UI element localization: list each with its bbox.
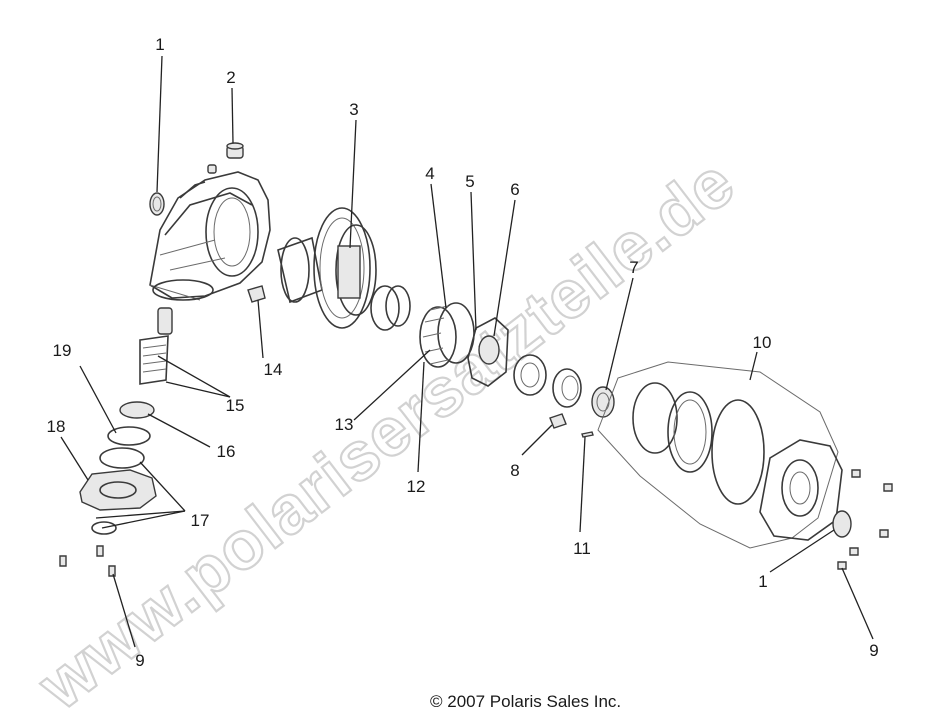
- callout-2: 2: [226, 68, 235, 87]
- callout-6: 6: [510, 180, 519, 199]
- callout-7: 7: [629, 258, 638, 277]
- fill-plug: [207, 142, 244, 174]
- callout-12: 12: [407, 477, 426, 496]
- ring-gear: [277, 207, 377, 329]
- callout-17: 17: [191, 511, 210, 530]
- seal-7: [591, 386, 615, 418]
- cover-plate: [467, 317, 509, 387]
- bearing-right: [552, 368, 582, 408]
- bearing-cup: [370, 285, 411, 331]
- callout-16: 16: [217, 442, 236, 461]
- callout-14: 14: [264, 360, 283, 379]
- callout-1-top: 1: [155, 35, 164, 54]
- seal-left: [149, 192, 165, 216]
- callout-19: 19: [53, 341, 72, 360]
- callout-labels: 1 2 3 4 5 6 7 10 19 14 15 18 16 13 12 8 …: [47, 35, 879, 670]
- callout-3: 3: [349, 100, 358, 119]
- callout-10: 10: [753, 333, 772, 352]
- side-gear: [513, 354, 547, 396]
- callout-13: 13: [335, 415, 354, 434]
- small-parts: [549, 413, 594, 438]
- pinion-shaft: [119, 307, 173, 419]
- callout-8: 8: [510, 461, 519, 480]
- leader-lines: [60, 55, 874, 648]
- copyright-notice: © 2007 Polaris Sales Inc.: [430, 692, 622, 711]
- callout-4: 4: [425, 164, 434, 183]
- bearing-cover-assembly: [79, 426, 157, 535]
- callout-5: 5: [465, 172, 474, 191]
- callout-18: 18: [47, 417, 66, 436]
- callout-9-right: 9: [869, 641, 878, 660]
- callout-11: 11: [573, 539, 591, 558]
- right-cover: [759, 439, 852, 541]
- callout-15: 15: [226, 396, 245, 415]
- screws-right: [837, 469, 893, 570]
- callout-9-left: 9: [135, 651, 144, 670]
- kit-outline: [597, 361, 839, 549]
- vent-fitting: [247, 285, 266, 303]
- gearcase-housing: [149, 171, 271, 301]
- screws-left: [59, 545, 116, 577]
- callout-1-bottom: 1: [758, 572, 767, 591]
